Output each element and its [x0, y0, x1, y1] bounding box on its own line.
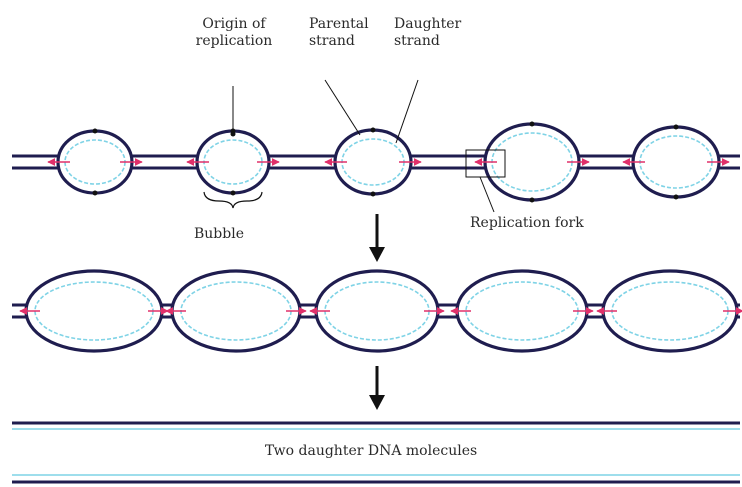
origin-marker [371, 192, 376, 197]
origin-marker [231, 191, 236, 196]
row2-bubbles [20, 271, 742, 351]
row1-bubble [187, 129, 279, 196]
origin-marker [93, 129, 98, 134]
row2-bubble [310, 271, 444, 351]
row1-bubble [325, 128, 421, 197]
down-arrow-1 [369, 214, 385, 262]
origin-marker [530, 198, 535, 203]
row2-bubble [20, 271, 168, 351]
origin-dot [231, 132, 236, 137]
replication-fork-label: Replication fork [470, 215, 584, 232]
bubble-label: Bubble [194, 226, 244, 243]
bubble-parental-outline [633, 127, 719, 197]
row2-bubble [166, 271, 306, 351]
daughter-strand-label: Daughter strand [394, 16, 461, 50]
two-daughter-molecules-label: Two daughter DNA molecules [200, 443, 542, 460]
bubble-parental-outline [316, 271, 438, 351]
row1-bubble [48, 129, 142, 196]
daughter-pointer-line [396, 80, 418, 143]
row1-bubble [623, 125, 729, 200]
origin-marker [530, 122, 535, 127]
origin-label-line2: replication [186, 33, 282, 50]
bubble-parental-outline [26, 271, 162, 351]
down-arrow-2 [369, 366, 385, 410]
origin-label-line1: Origin of [186, 16, 282, 33]
parental-strand-label: Parental strand [309, 16, 369, 50]
parental-label-line1: Parental [309, 16, 369, 33]
daughter-label-line1: Daughter [394, 16, 461, 33]
daughter-label-line2: strand [394, 33, 461, 50]
row2-bubble [451, 271, 593, 351]
row1-bubble [475, 122, 589, 203]
bubble-parental-outline [485, 124, 579, 200]
bubble-parental-outline [457, 271, 587, 351]
parental-pointer-line [325, 80, 360, 135]
row2-bubble [597, 271, 742, 351]
parental-label-line2: strand [309, 33, 369, 50]
origin-marker [93, 191, 98, 196]
origin-marker [371, 128, 376, 133]
bubble-parental-outline [603, 271, 737, 351]
origin-marker [674, 195, 679, 200]
bubble-parental-outline [172, 271, 300, 351]
origin-marker [674, 125, 679, 130]
origin-of-replication-label: Origin of replication [186, 16, 282, 50]
row1-bubbles [48, 122, 729, 203]
